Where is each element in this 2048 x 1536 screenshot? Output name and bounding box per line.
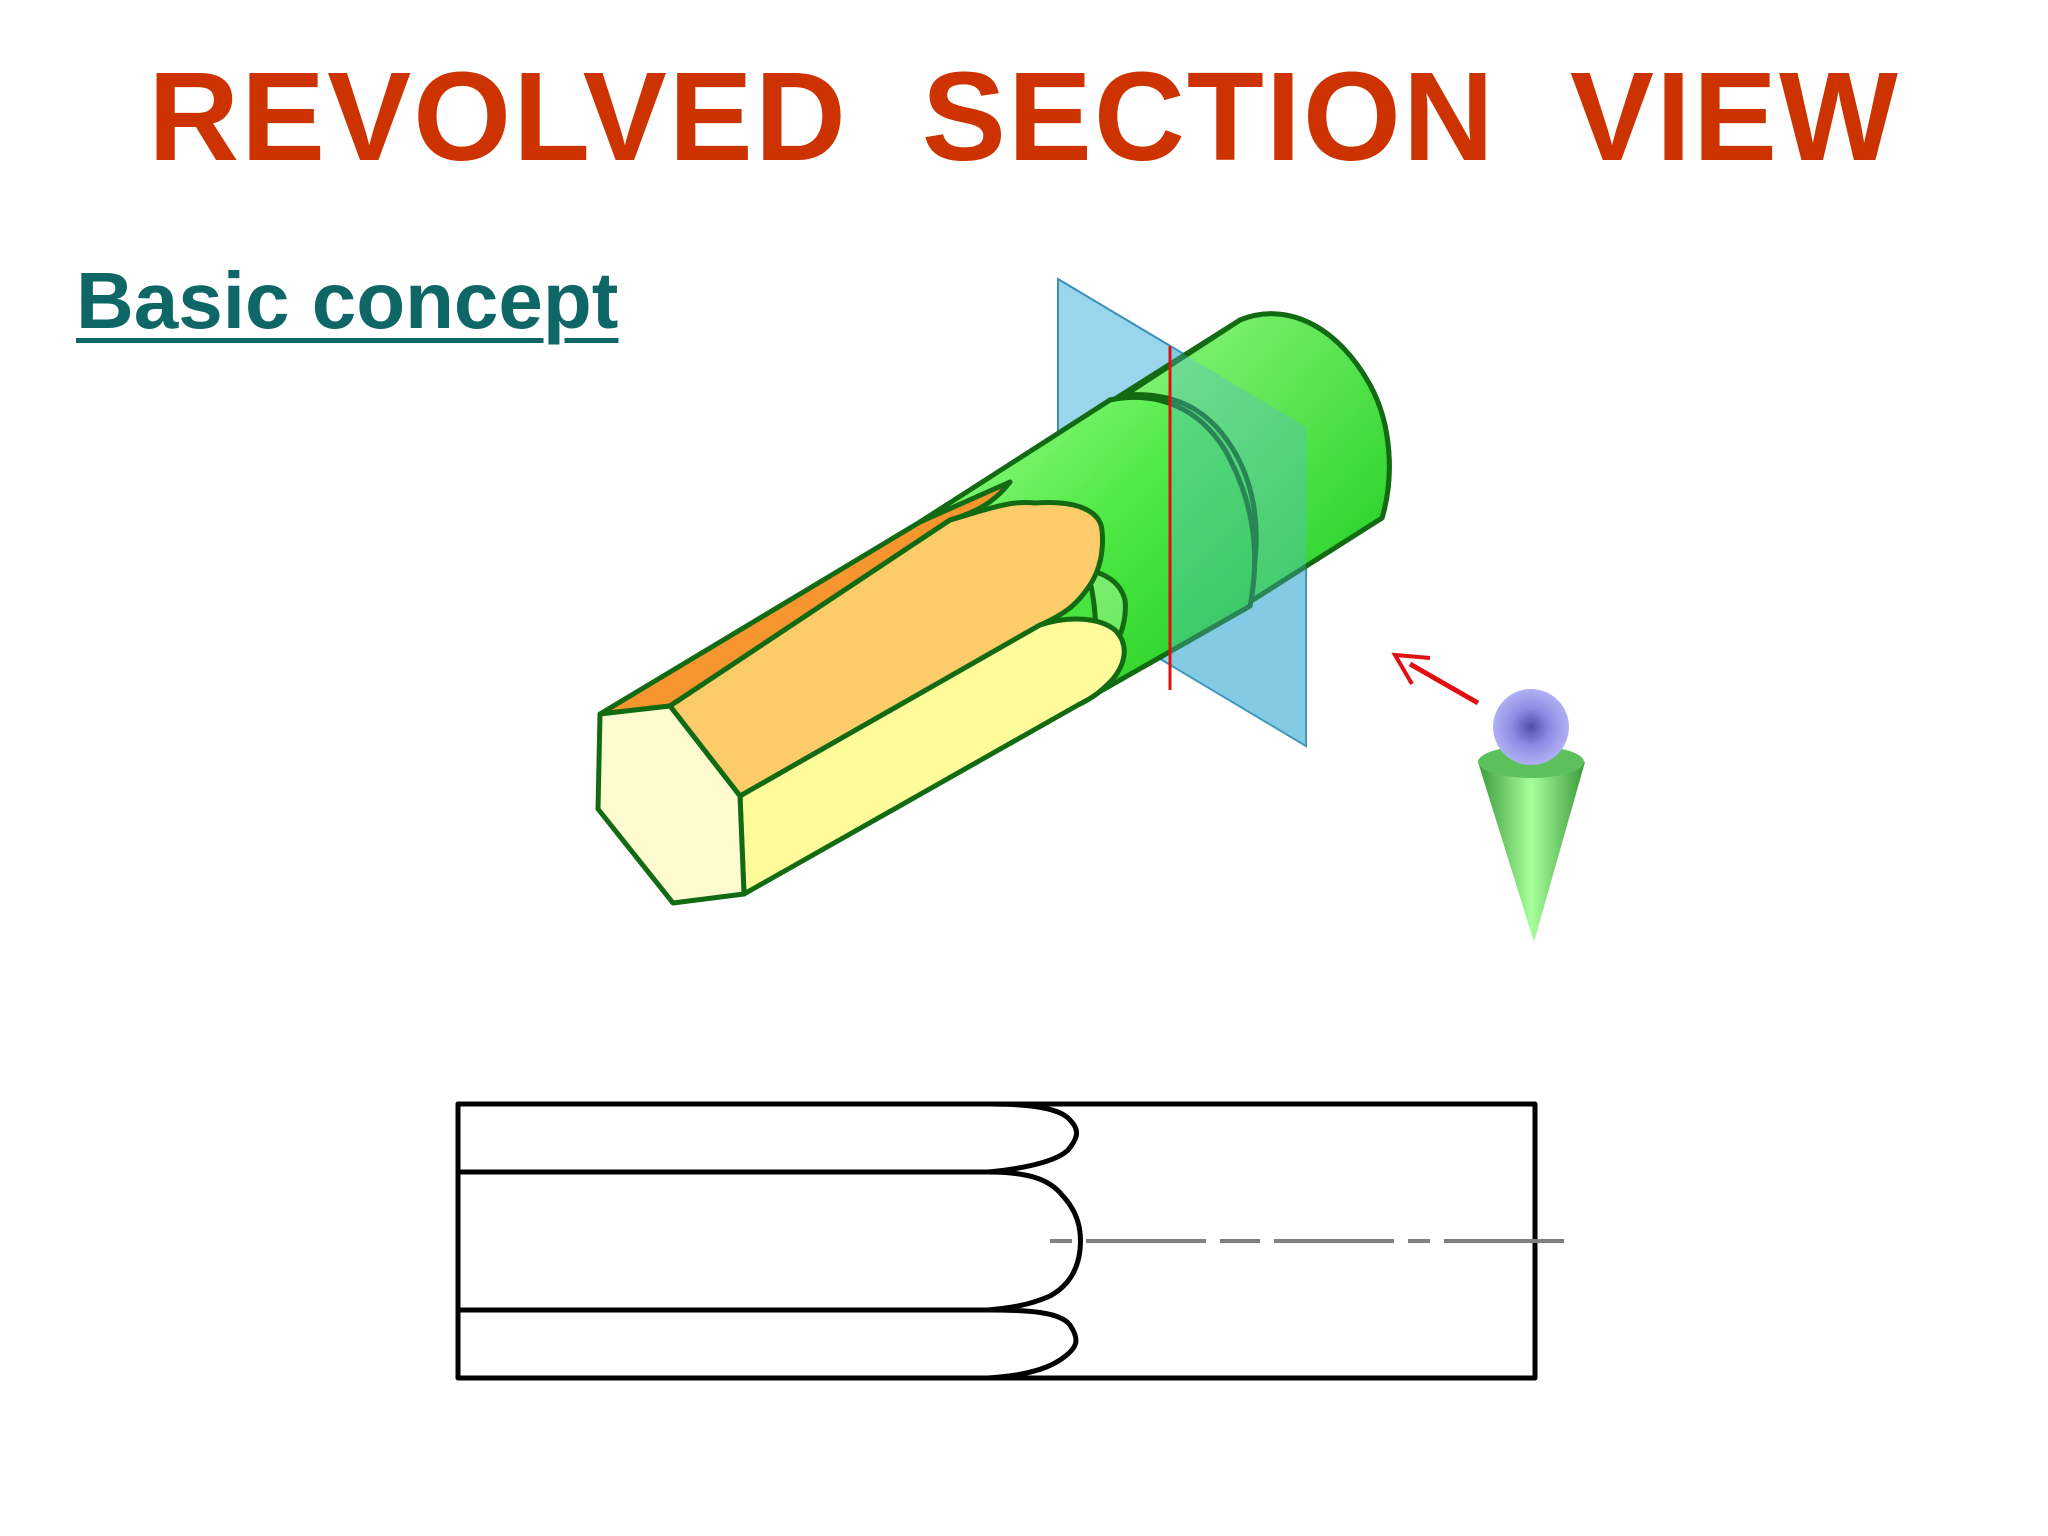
hexagon-end-face — [595, 703, 747, 906]
flat-face-light-orange — [667, 499, 1105, 799]
viewer-figure-icon — [1478, 689, 1585, 942]
viewing-direction-arrow-icon — [1391, 652, 1480, 706]
cutting-plane-front — [1170, 346, 1306, 746]
subtitle-basic-concept: Basic concept — [76, 256, 619, 345]
flat-face-yellow — [737, 616, 1127, 897]
slide-title: REVOLVED SECTION VIEW — [148, 46, 1900, 187]
